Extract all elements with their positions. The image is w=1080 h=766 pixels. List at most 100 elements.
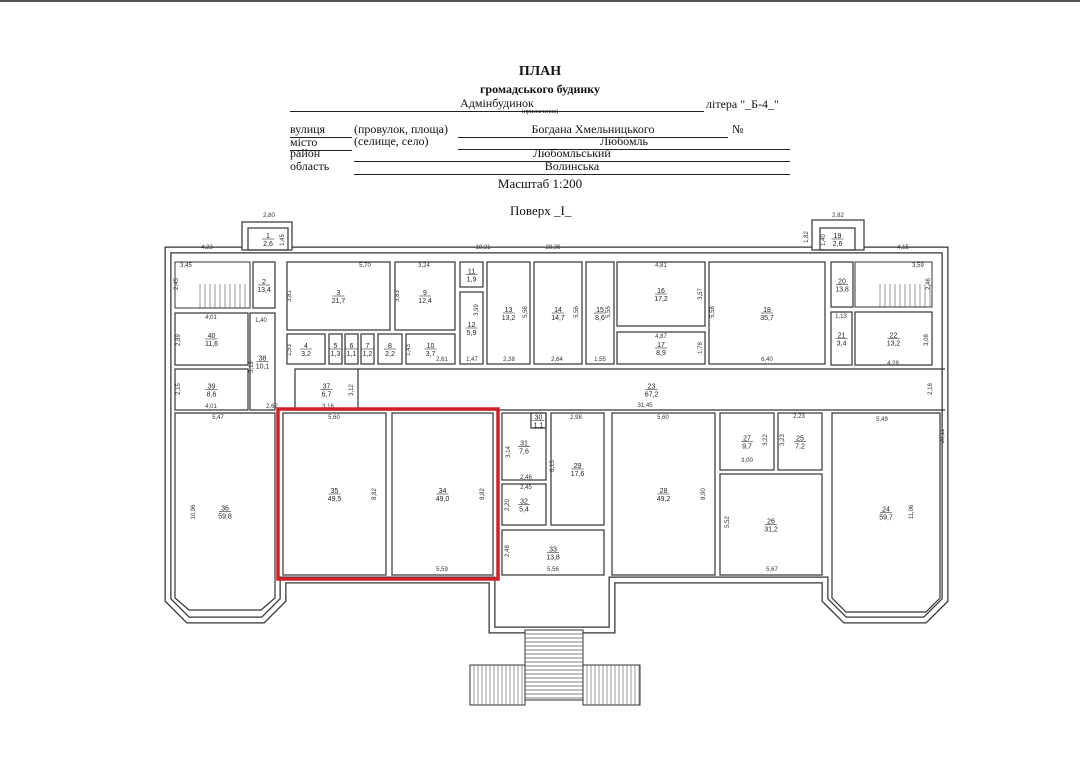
room-area: 14,7 [551,315,565,322]
room-number: 2 [262,279,266,286]
dimension-label: 2,82 [832,213,844,219]
dimension-label: 1,40 [821,234,827,246]
room-21: 213,4 [830,311,853,366]
room-number: 17 [657,342,665,349]
doc-title: ПЛАН [518,64,562,79]
dimension-label: 5,60 [657,415,669,421]
room-wall [831,412,941,613]
dimension-label: 2,18 [928,383,934,395]
dimension-label: 2,61 [436,357,448,363]
room-number: 7 [366,343,370,350]
room-area: 13,2 [887,341,901,348]
dimension-label: 1,78 [698,342,704,354]
room-wall [360,333,375,365]
dimension-label: 4,81 [655,263,667,269]
scale-label: Масштаб 1:200 [497,176,583,191]
room-number: 25 [796,436,804,443]
stairs-left [469,664,526,706]
stair-core [174,261,251,309]
floor-value: _I_ [553,203,572,218]
room-number: 14 [554,307,562,314]
room-area: 6,7 [322,392,332,399]
room-number: 34 [439,488,447,495]
room-wall [286,333,326,365]
room-wall [501,412,547,481]
room-4: 43,2 [286,333,326,365]
room-area: 13,8 [546,555,560,562]
street-label: вулиця [290,122,352,138]
dimension-label: 5,47 [212,415,224,421]
room-wall [819,227,856,251]
room-11: 111,9 [459,261,484,288]
room-area: 2,6 [263,241,273,248]
room-wall [247,227,289,251]
room-7: 71,2 [360,333,375,365]
room-area: 5,4 [519,507,529,514]
dimension-label: 3,12 [349,384,355,396]
room-wall [501,483,547,526]
room-number: 22 [890,333,898,340]
room-area: 10,1 [256,364,270,371]
room-wall [616,331,706,365]
room-wall [282,412,387,576]
dimension-label: 11,06 [909,504,915,519]
dimension-label: 1,53 [287,344,293,356]
room-number: 8 [388,343,392,350]
room-wall [405,333,456,365]
street-hint: (провулок, площа) [354,122,448,136]
room-6: 61,1 [344,333,359,365]
dimension-label: 5,60 [328,415,340,421]
purpose-caption: (призначення) [521,109,559,115]
room-wall [252,261,276,309]
room-area: 3,7 [426,351,436,358]
room-wall [830,311,853,366]
dimension-label: 3,08 [924,334,930,346]
room-9: 912,4 [394,261,456,331]
room-area: 8,6 [595,315,605,322]
room-wall [249,312,276,411]
stairs-outer [524,629,584,701]
dimension-label: 31,45 [637,403,653,409]
dimension-label: 5,67 [766,567,778,573]
room-number: 27 [743,436,751,443]
room-number: 4 [304,343,308,350]
top-border [0,0,1080,2]
room-12: 125,9 [459,291,484,365]
room-number: 16 [657,288,665,295]
room-wall [174,412,276,611]
dimension-label: 1,13 [835,314,847,320]
room-number: 10 [427,343,435,350]
room-5: 51,3 [328,333,343,365]
room-number: 21 [838,333,846,340]
room-area: 8,6 [207,392,217,399]
dimension-label: 2,46 [520,475,532,481]
doc-subtitle: громадського будинку [479,82,601,96]
room-wall [611,412,716,576]
room-17: 178,9 [616,331,706,365]
room-area: 8,9 [656,350,666,357]
dimension-label: 6,40 [761,357,773,363]
room-32: 325,4 [501,483,547,526]
room-number: 24 [882,507,890,514]
dimension-label: 2,98 [570,415,582,421]
dimension-label: 3,99 [474,304,480,316]
room-area: 1,1 [347,351,357,358]
room-27: 279,7 [719,412,775,471]
dimension-label: 3,59 [912,263,924,269]
dimension-label: 3,00 [741,458,753,464]
room-area: 49,2 [657,496,671,503]
room-number: 13 [505,307,513,314]
room-wall [174,368,249,411]
room-wall [550,412,605,526]
room-number: 28 [660,488,668,495]
